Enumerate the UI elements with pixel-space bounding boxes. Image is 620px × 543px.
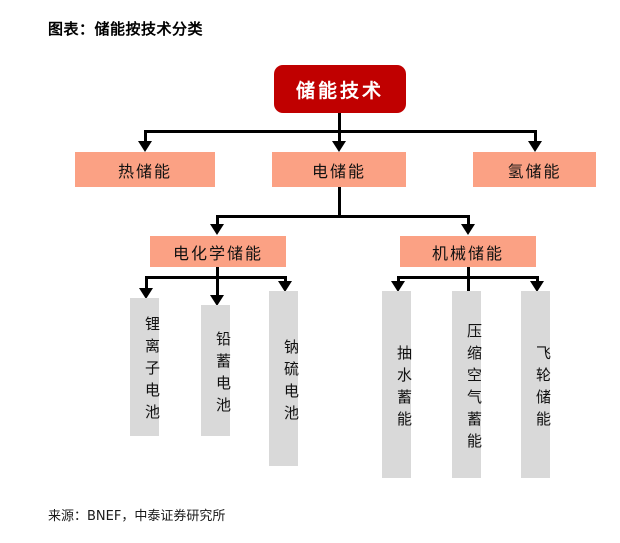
connector-electric-stem xyxy=(338,187,341,217)
connector-mechanical-stem xyxy=(467,267,470,279)
connector-leaf-drop-sodium xyxy=(284,276,287,282)
arrow-to-lithium-ion-battery xyxy=(139,288,153,299)
leaf-lead-acid-battery[interactable]: 铅蓄电池 xyxy=(201,305,232,436)
arrow-to-thermal-storage xyxy=(138,141,152,152)
leaf-compressed-air-storage[interactable]: 压缩空气蓄能 xyxy=(452,291,483,478)
leaf-lithium-ion-battery[interactable]: 锂离子电池 xyxy=(130,298,161,436)
leaf-pumped-hydro-storage[interactable]: 抽水蓄能 xyxy=(382,291,413,478)
node-hydrogen-storage[interactable]: 氢储能 xyxy=(473,152,596,187)
connector-level2-drop-right xyxy=(534,130,537,142)
connector-level2-drop-left xyxy=(144,130,147,142)
connector-level3-drop-left xyxy=(216,215,219,225)
connector-leaf-drop-lithium xyxy=(145,276,148,289)
arrow-to-pumped-hydro-storage xyxy=(391,281,405,292)
connector-level3-bus xyxy=(216,215,470,218)
connector-level2-drop-center xyxy=(338,130,341,142)
connector-level3-drop-right xyxy=(467,215,470,225)
arrow-to-electrochemical-storage xyxy=(210,224,224,235)
arrow-to-flywheel-storage xyxy=(530,281,544,292)
arrow-to-hydrogen-storage xyxy=(528,141,542,152)
connector-root-stem xyxy=(338,113,341,133)
arrow-to-sodium-sulfur-battery xyxy=(278,281,292,292)
connector-electrochemical-stem xyxy=(216,267,219,279)
connector-leaf-drop-lead xyxy=(216,276,219,296)
connector-leaf-drop-caes xyxy=(467,276,470,296)
page-title: 图表：储能按技术分类 xyxy=(48,20,204,38)
arrow-to-electric-storage xyxy=(332,141,346,152)
connector-leaf-drop-pumped xyxy=(397,276,400,282)
node-mechanical-storage[interactable]: 机械储能 xyxy=(400,236,536,267)
source-note: 来源：BNEF，中泰证券研究所 xyxy=(48,509,226,524)
leaf-flywheel-storage[interactable]: 飞轮储能 xyxy=(521,291,552,478)
arrow-to-lead-acid-battery xyxy=(210,295,224,306)
arrow-to-mechanical-storage xyxy=(461,224,475,235)
connector-leaf-drop-flywheel xyxy=(536,276,539,282)
leaf-sodium-sulfur-battery[interactable]: 钠硫电池 xyxy=(269,291,300,466)
node-thermal-storage[interactable]: 热储能 xyxy=(75,152,215,187)
node-electric-storage[interactable]: 电储能 xyxy=(272,152,406,187)
node-electrochemical-storage[interactable]: 电化学储能 xyxy=(150,236,286,267)
node-root-energy-storage-technology[interactable]: 储能技术 xyxy=(274,65,406,113)
